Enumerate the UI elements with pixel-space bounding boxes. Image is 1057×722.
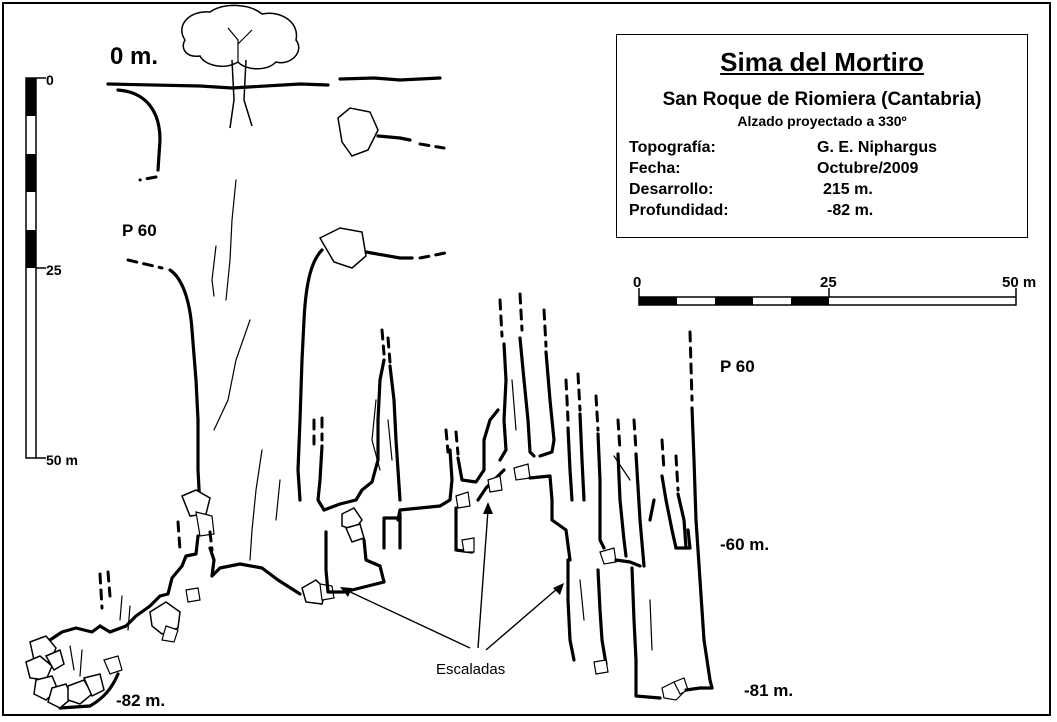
info-row-value: Octubre/2009 (817, 160, 919, 177)
vscale-mid-label: 25 (46, 262, 62, 278)
info-row-value: G. E. Niphargus (817, 139, 938, 156)
info-row-fecha: Fecha: Octubre/2009 (629, 160, 1019, 180)
boulder-icon (181, 489, 211, 517)
horizontal-scale-bar: 0 25 50 m (633, 274, 1036, 306)
boulder-icon (337, 107, 379, 157)
info-row-key: Fecha: (629, 160, 681, 177)
info-row-profundidad: Profundidad: -82 m. (629, 202, 1019, 222)
depth-60-label: -60 m. (720, 535, 769, 554)
depth-81-label: -81 m. (744, 681, 793, 700)
tree-icon (181, 4, 300, 129)
boulder-icon (149, 601, 181, 635)
climbs-label: Escaladas (436, 661, 505, 678)
boulder-pile-icon (25, 635, 105, 709)
depth-82-label: -82 m. (116, 691, 165, 710)
pitch-left-label: P 60 (122, 221, 157, 240)
info-row-key: Topografía: (629, 139, 716, 156)
vscale-top-label: 0 (46, 72, 54, 88)
vertical-scale-bar: 0 25 50 m (25, 72, 78, 468)
surface-depth-label: 0 m. (110, 43, 158, 70)
info-row-key: Desarrollo: (629, 181, 714, 198)
info-row-desarrollo: Desarrollo: 215 m. (629, 181, 1019, 201)
hscale-left-label: 0 (633, 274, 641, 291)
survey-location: San Roque de Riomiera (Cantabria) (662, 89, 982, 110)
hscale-mid-label: 25 (820, 274, 837, 291)
info-row-value: -82 m. (827, 202, 874, 219)
pitch-right-label: P 60 (720, 357, 755, 376)
survey-info-box: Sima del Mortiro San Roque de Riomiera (… (616, 34, 1028, 238)
survey-title: Sima del Mortiro (720, 47, 924, 77)
info-row-key: Profundidad: (629, 202, 729, 219)
info-row-topografia: Topografía: G. E. Niphargus (629, 139, 1019, 159)
climb-arrows (340, 502, 564, 651)
info-row-value: 215 m. (823, 181, 873, 198)
hscale-right-label: 50 m (1002, 274, 1036, 291)
survey-projection-note: Alzado proyectado a 330º (737, 113, 907, 129)
vscale-bottom-label: 50 m (46, 452, 78, 468)
boulder-icon (318, 227, 367, 269)
